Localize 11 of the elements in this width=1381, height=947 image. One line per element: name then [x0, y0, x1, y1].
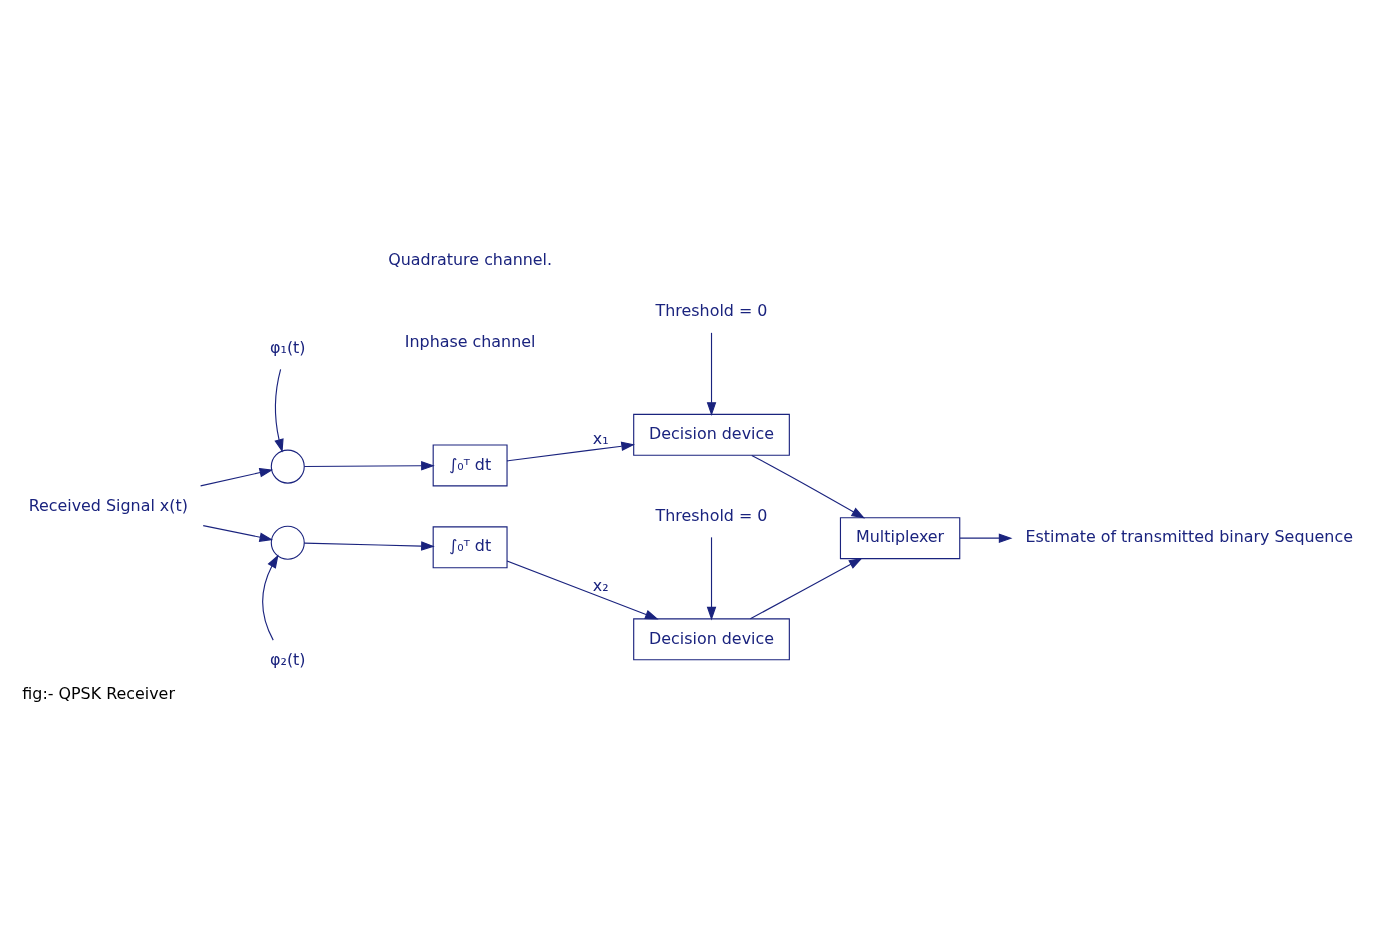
edge-label: x₂	[592, 575, 609, 595]
node-text: Received Signal x(t)	[28, 495, 188, 515]
node-text: Threshold = 0	[655, 505, 768, 525]
label: Inphase channel	[404, 331, 536, 351]
label: Quadrature channel.	[388, 249, 553, 269]
edge-label: x₁	[592, 428, 609, 448]
node-text: φ₂(t)	[270, 649, 306, 669]
node-text: Threshold = 0	[655, 300, 768, 320]
node-text: φ₁(t)	[270, 337, 306, 357]
node-text: Estimate of transmitted binary Sequence	[1025, 526, 1353, 546]
caption: fig:- QPSK Receiver	[22, 683, 175, 703]
